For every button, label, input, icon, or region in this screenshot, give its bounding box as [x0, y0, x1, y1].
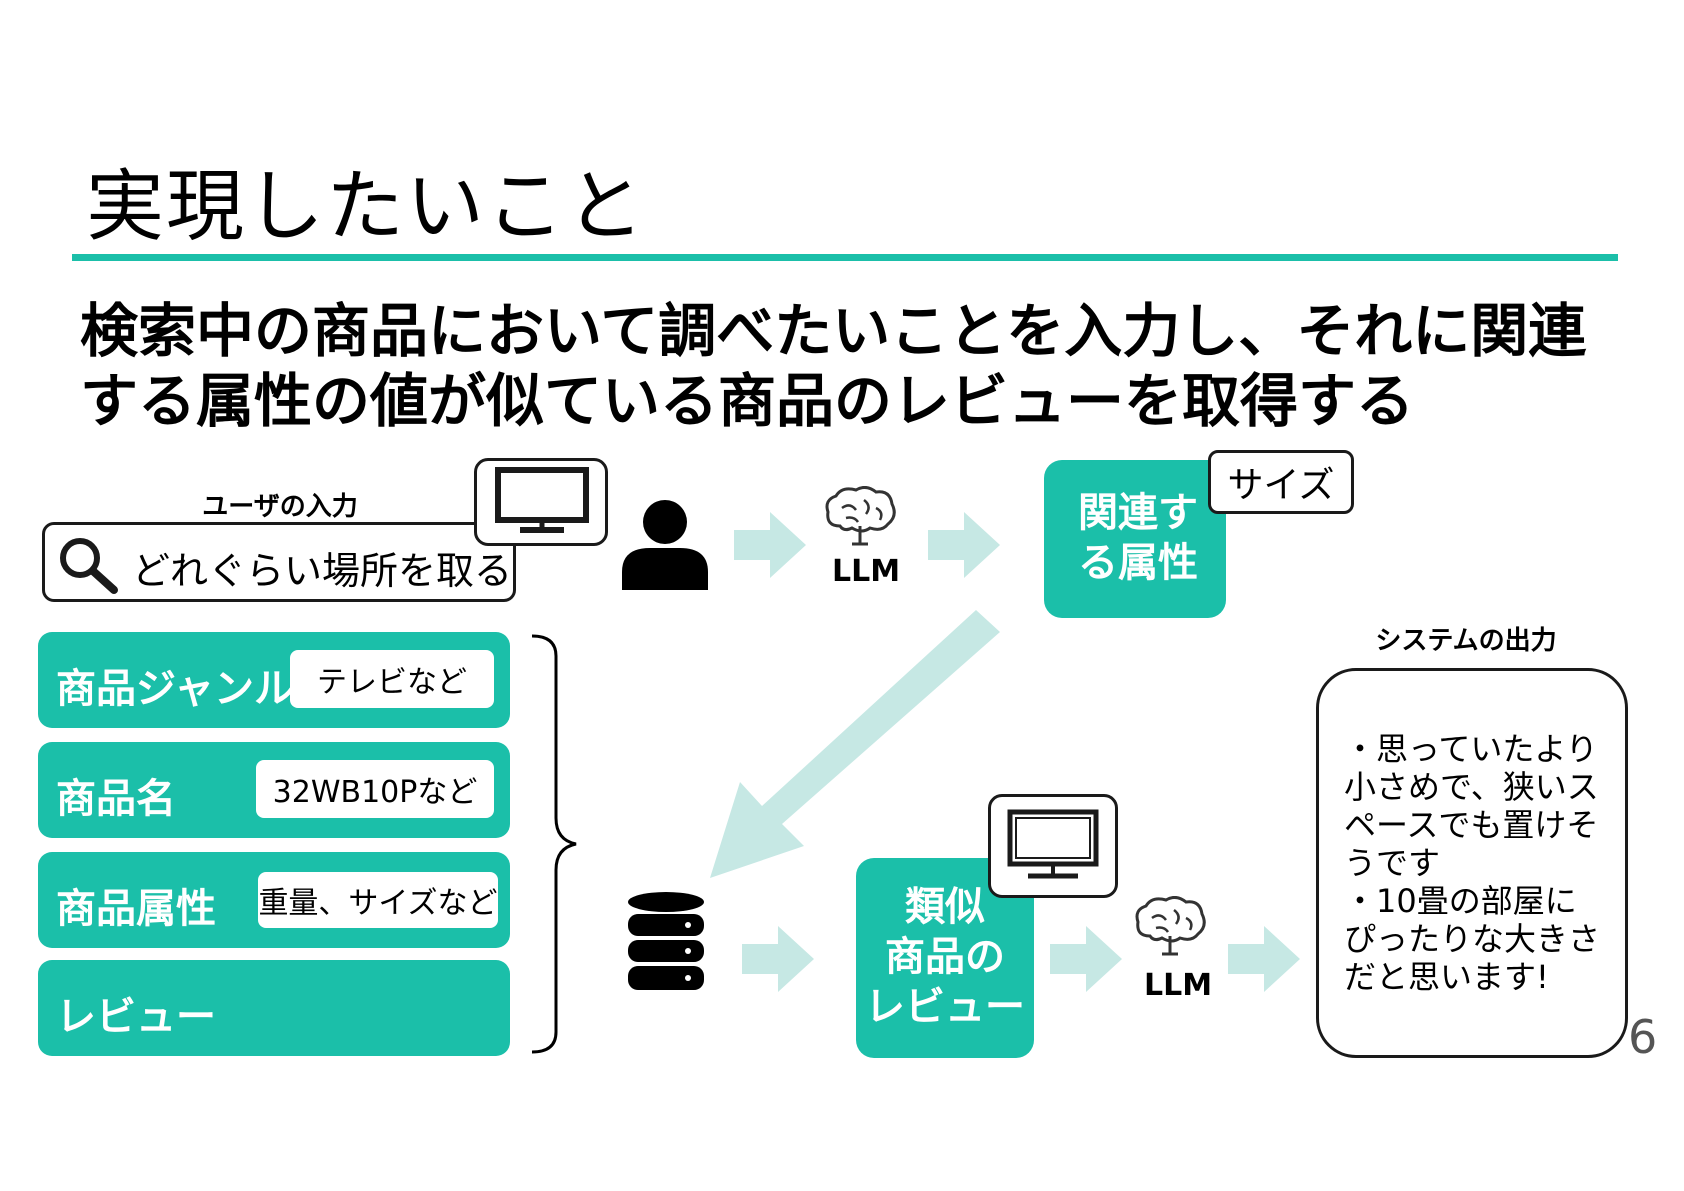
db-row-review	[38, 960, 510, 1056]
page-number: 6	[1628, 1010, 1658, 1064]
related-attribute-label: 関連す る属性	[1044, 488, 1226, 588]
system-output-label: システムの出力	[1375, 626, 1557, 656]
brain-icon	[825, 486, 896, 546]
similar-reviews-line1: 類似	[905, 884, 985, 930]
page-subtitle: 検索中の商品において調べたいことを入力し、それに関連する属性の値が似ている商品の…	[80, 297, 1587, 435]
search-icon	[60, 538, 118, 594]
db-row-label: 商品属性	[56, 886, 216, 932]
monitor-icon	[1007, 809, 1099, 879]
user-icon	[622, 500, 708, 590]
system-output-text: ・思っていたより 小さめで、狭いス ペースでも置けそ うです ・10畳の部屋に …	[1344, 730, 1601, 996]
arrow-icon	[710, 610, 1000, 878]
db-row-label: レビュー	[56, 994, 216, 1040]
db-row-label: 商品ジャンル	[56, 666, 294, 712]
related-attribute-line1: 関連す	[1078, 490, 1198, 536]
llm-label-2: LLM	[1144, 968, 1213, 1003]
similar-reviews-line2: 商品の	[885, 934, 1005, 980]
database-icon	[628, 892, 704, 990]
monitor-icon	[495, 467, 589, 533]
related-attribute-line2: る属性	[1078, 540, 1198, 586]
llm-label-1: LLM	[832, 554, 901, 589]
system-output-box	[1316, 668, 1628, 1058]
attribute-value-badge: サイズ	[1208, 450, 1354, 514]
arrow-icon	[928, 512, 1000, 578]
similar-reviews-line3: レビュー	[865, 984, 1025, 1030]
arrow-icon	[734, 512, 806, 578]
brace	[531, 634, 577, 1054]
page-title: 実現したいこと	[86, 162, 647, 252]
arrow-icon	[742, 926, 814, 992]
related-attribute-box	[1044, 460, 1226, 618]
brain-icon	[1135, 896, 1206, 956]
db-row-value: 重量、サイズなど	[258, 872, 498, 928]
db-row-label: 商品名	[56, 776, 176, 822]
user-input-label: ユーザの入力	[202, 492, 358, 522]
search-box[interactable]	[42, 522, 516, 602]
similar-reviews-label: 類似 商品の レビュー	[856, 882, 1034, 1032]
title-underline	[72, 254, 1618, 261]
db-row-value: 32WB10Pなど	[256, 760, 494, 818]
db-row-value: テレビなど	[290, 650, 494, 708]
arrow-icon	[1228, 926, 1300, 992]
arrow-icon	[1050, 926, 1122, 992]
search-query-text: どれぐらい場所を取る	[132, 549, 513, 593]
